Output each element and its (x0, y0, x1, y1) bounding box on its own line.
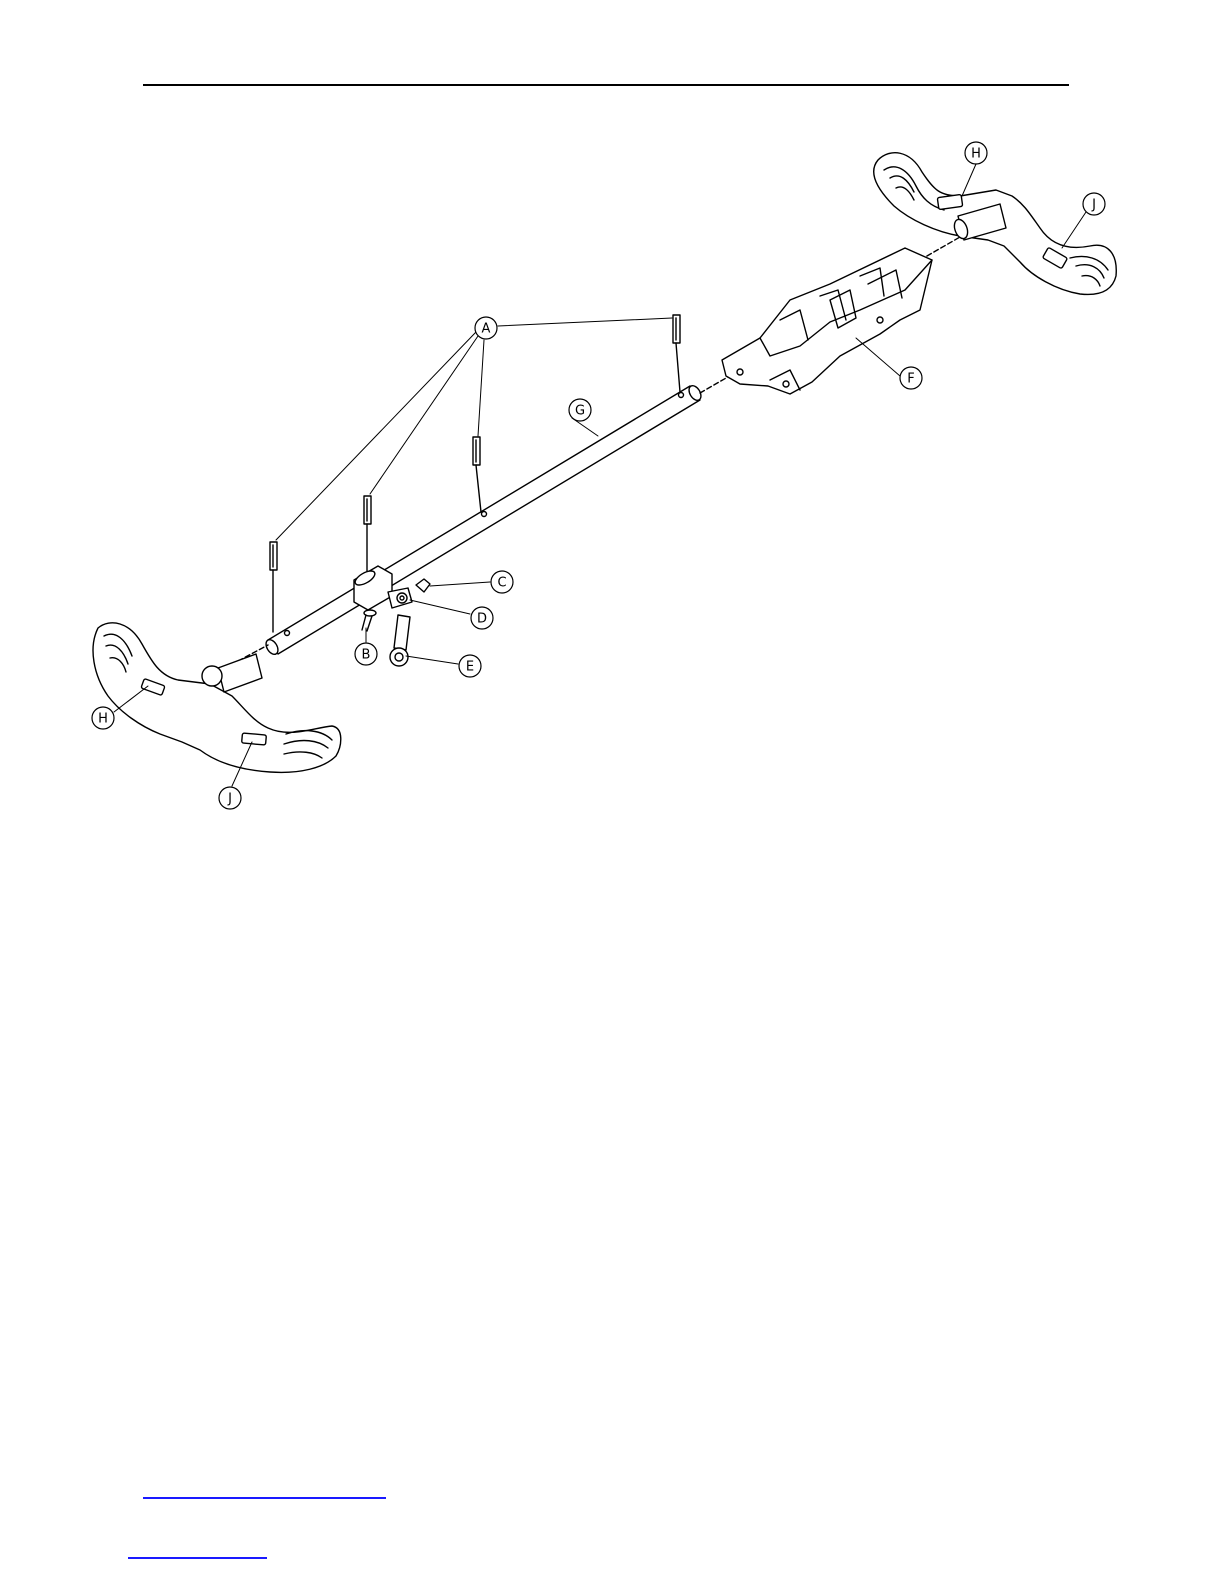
footer-link-2[interactable] (128, 1557, 267, 1559)
lever-e (390, 615, 410, 666)
callout-j-left-label: J (227, 792, 232, 807)
callout-letters: A B C D E F G H J H J (98, 147, 1096, 807)
leader-lines (114, 164, 1086, 786)
callout-f-label: F (907, 372, 914, 387)
callout-c-label: C (497, 576, 506, 591)
pin-a-2 (364, 496, 371, 524)
bolt-b (362, 610, 376, 631)
clip-c (416, 579, 430, 592)
callout-g-label: G (575, 404, 585, 419)
callout-j-right-label: J (1091, 198, 1096, 213)
callout-e-label: E (466, 660, 474, 675)
bracket-f (722, 248, 932, 394)
callout-h-left-label: H (98, 712, 108, 727)
callout-h-right-label: H (971, 147, 981, 162)
handle-left (93, 623, 341, 773)
pin-a-3 (473, 437, 480, 465)
callout-b-label: B (362, 648, 371, 663)
callout-d-label: D (477, 612, 487, 627)
callout-a-label: A (482, 322, 491, 337)
pin-a-1 (270, 542, 277, 570)
pin-a-4 (673, 315, 680, 343)
footer-link-1[interactable] (143, 1497, 386, 1499)
